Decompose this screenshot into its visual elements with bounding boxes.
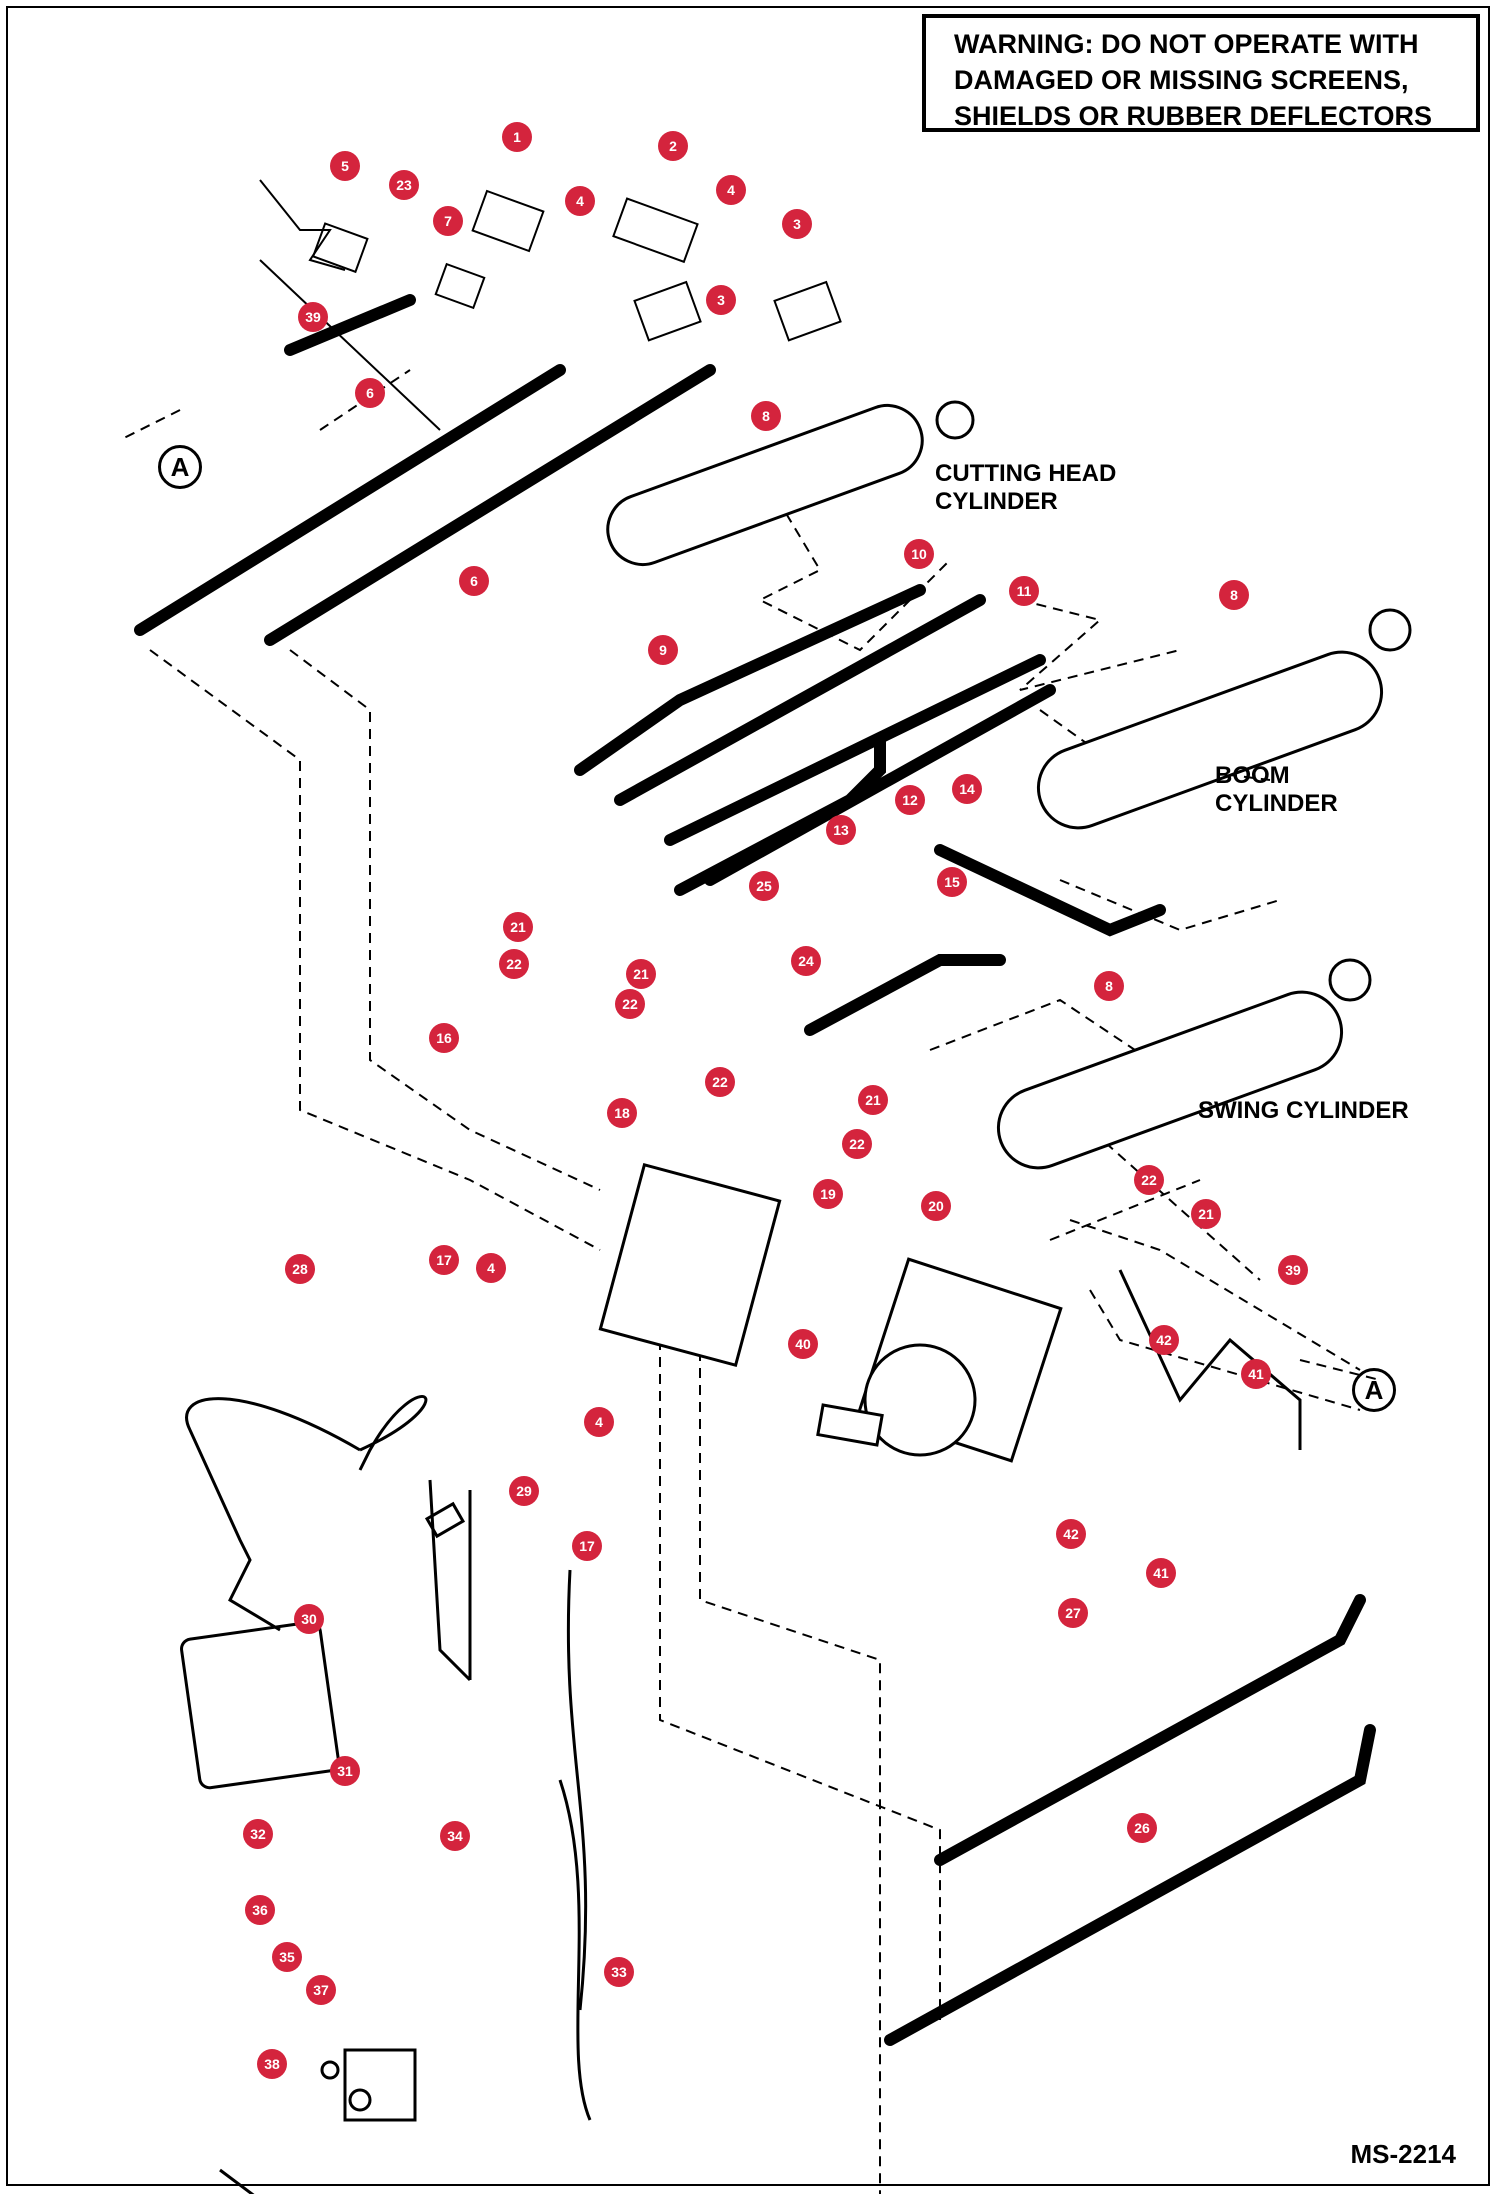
callout-38[interactable]: 38 (257, 2049, 287, 2079)
callout-3b[interactable]: 3 (706, 285, 736, 315)
callout-41b[interactable]: 41 (1146, 1558, 1176, 1588)
callout-29[interactable]: 29 (509, 1476, 539, 1506)
connector-a-right: A (1352, 1368, 1396, 1412)
callout-35[interactable]: 35 (272, 1942, 302, 1972)
callout-23[interactable]: 23 (389, 170, 419, 200)
callout-21b[interactable]: 21 (626, 959, 656, 989)
callout-25[interactable]: 25 (749, 871, 779, 901)
callout-2[interactable]: 2 (658, 131, 688, 161)
callout-21[interactable]: 21 (503, 912, 533, 942)
boom-label-line-1: BOOM (1215, 762, 1290, 789)
connector-a-left: A (158, 445, 202, 489)
callout-10[interactable]: 10 (904, 539, 934, 569)
callout-15[interactable]: 15 (937, 867, 967, 897)
diagram-frame (6, 6, 1490, 2186)
warning-line-3: SHIELDS OR RUBBER DEFLECTORS (954, 101, 1433, 131)
callout-40[interactable]: 40 (788, 1329, 818, 1359)
callout-17b[interactable]: 17 (572, 1531, 602, 1561)
callout-28[interactable]: 28 (285, 1254, 315, 1284)
callout-18[interactable]: 18 (607, 1098, 637, 1128)
callout-42b[interactable]: 42 (1056, 1519, 1086, 1549)
callout-8b[interactable]: 8 (1219, 580, 1249, 610)
callout-17[interactable]: 17 (429, 1245, 459, 1275)
callout-22e[interactable]: 22 (1134, 1165, 1164, 1195)
callout-22c[interactable]: 22 (705, 1067, 735, 1097)
callout-39[interactable]: 39 (298, 302, 328, 332)
boom-cylinder-label: BOOM CYLINDER (1215, 762, 1338, 818)
callout-12[interactable]: 12 (895, 785, 925, 815)
cutting-head-cylinder-label: CUTTING HEAD CYLINDER (935, 460, 1116, 516)
callout-5[interactable]: 5 (330, 151, 360, 181)
callout-1[interactable]: 1 (502, 122, 532, 152)
connector-a-right-label: A (1352, 1368, 1396, 1412)
callout-7[interactable]: 7 (433, 206, 463, 236)
callout-36[interactable]: 36 (245, 1895, 275, 1925)
swing-label-line-1: SWING CYLINDER (1198, 1097, 1409, 1124)
callout-22d[interactable]: 22 (842, 1129, 872, 1159)
warning-line-2: DAMAGED OR MISSING SCREENS, (954, 65, 1409, 95)
swing-cylinder-label: SWING CYLINDER (1198, 1097, 1409, 1125)
callout-30[interactable]: 30 (294, 1604, 324, 1634)
callout-32[interactable]: 32 (243, 1819, 273, 1849)
callout-34[interactable]: 34 (440, 1821, 470, 1851)
cutting-head-label-line-1: CUTTING HEAD (935, 460, 1117, 487)
callout-37[interactable]: 37 (306, 1975, 336, 2005)
callout-20[interactable]: 20 (921, 1191, 951, 1221)
callout-16[interactable]: 16 (429, 1023, 459, 1053)
callout-39b[interactable]: 39 (1278, 1255, 1308, 1285)
callout-14[interactable]: 14 (952, 774, 982, 804)
callout-4[interactable]: 4 (565, 186, 595, 216)
callout-6[interactable]: 6 (355, 378, 385, 408)
callout-27[interactable]: 27 (1058, 1598, 1088, 1628)
cutting-head-label-line-2: CYLINDER (935, 488, 1058, 515)
callout-8[interactable]: 8 (751, 401, 781, 431)
callout-6b[interactable]: 6 (459, 566, 489, 596)
callout-4b[interactable]: 4 (716, 175, 746, 205)
callout-11[interactable]: 11 (1009, 576, 1039, 606)
callout-21c[interactable]: 21 (858, 1085, 888, 1115)
callout-33[interactable]: 33 (604, 1957, 634, 1987)
callout-22[interactable]: 22 (499, 949, 529, 979)
callout-8c[interactable]: 8 (1094, 971, 1124, 1001)
figure-code: MS-2214 (1350, 2139, 1457, 2169)
callout-3[interactable]: 3 (782, 209, 812, 239)
callout-24[interactable]: 24 (791, 946, 821, 976)
callout-4d[interactable]: 4 (584, 1407, 614, 1437)
callout-22b[interactable]: 22 (615, 989, 645, 1019)
callout-42[interactable]: 42 (1149, 1325, 1179, 1355)
callout-19[interactable]: 19 (813, 1179, 843, 1209)
boom-label-line-2: CYLINDER (1215, 790, 1338, 817)
callout-9[interactable]: 9 (648, 635, 678, 665)
callout-26[interactable]: 26 (1127, 1813, 1157, 1843)
warning-box: WARNING: DO NOT OPERATE WITH DAMAGED OR … (922, 14, 1480, 132)
callout-4c[interactable]: 4 (476, 1253, 506, 1283)
warning-line-1: WARNING: DO NOT OPERATE WITH (954, 29, 1419, 59)
callout-41[interactable]: 41 (1241, 1359, 1271, 1389)
callout-13[interactable]: 13 (826, 815, 856, 845)
callout-31[interactable]: 31 (330, 1756, 360, 1786)
callout-21d[interactable]: 21 (1191, 1199, 1221, 1229)
connector-a-left-label: A (158, 445, 202, 489)
